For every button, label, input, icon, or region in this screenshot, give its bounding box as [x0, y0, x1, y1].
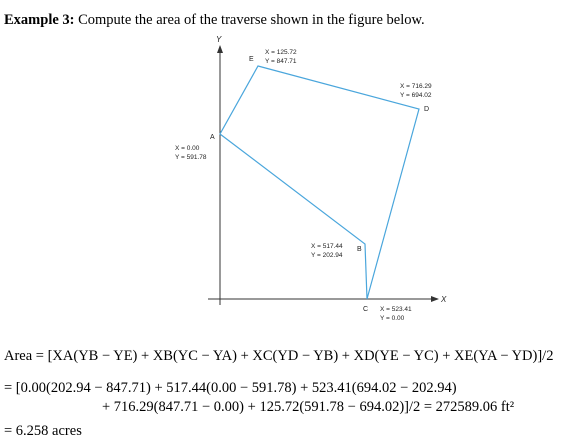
traverse-polygon [219, 65, 420, 300]
point-c-y: Y = 0.00 [380, 315, 405, 322]
area-formula: Area = [XA(YB − YE) + XB(YC − YA) + XC(Y… [4, 348, 554, 364]
point-a-y: Y = 591.78 [175, 154, 207, 161]
y-axis-label: Y [216, 35, 222, 44]
point-d-x: X = 716.29 [400, 83, 432, 90]
point-a-x: X = 0.00 [175, 145, 200, 152]
example-text: Compute the area of the traverse shown i… [74, 12, 425, 28]
point-a-name: A [210, 134, 215, 141]
point-b-x: X = 517.44 [311, 243, 343, 250]
point-e-x: X = 125.72 [265, 49, 297, 56]
example-heading: Example 3: Compute the area of the trave… [4, 12, 425, 29]
point-e-y: Y = 847.71 [265, 58, 297, 65]
area-substitution-line-1: = [0.00(202.94 − 847.71) + 517.44(0.00 −… [4, 380, 457, 396]
point-e-name: E [249, 56, 254, 63]
point-c-x: X = 523.41 [380, 306, 412, 313]
area-substitution-line-2: + 716.29(847.71 − 0.00) + 125.72(591.78 … [102, 399, 515, 415]
point-b-y: Y = 202.94 [311, 252, 343, 259]
point-c-name: C [363, 306, 368, 313]
point-d-y: Y = 694.02 [400, 92, 432, 99]
x-axis-label: X [440, 295, 447, 304]
example-label: Example 3: [4, 12, 75, 28]
area-result-acres: = 6.258 acres [4, 423, 82, 439]
point-d-name: D [424, 106, 429, 113]
point-b-name: B [357, 246, 362, 253]
